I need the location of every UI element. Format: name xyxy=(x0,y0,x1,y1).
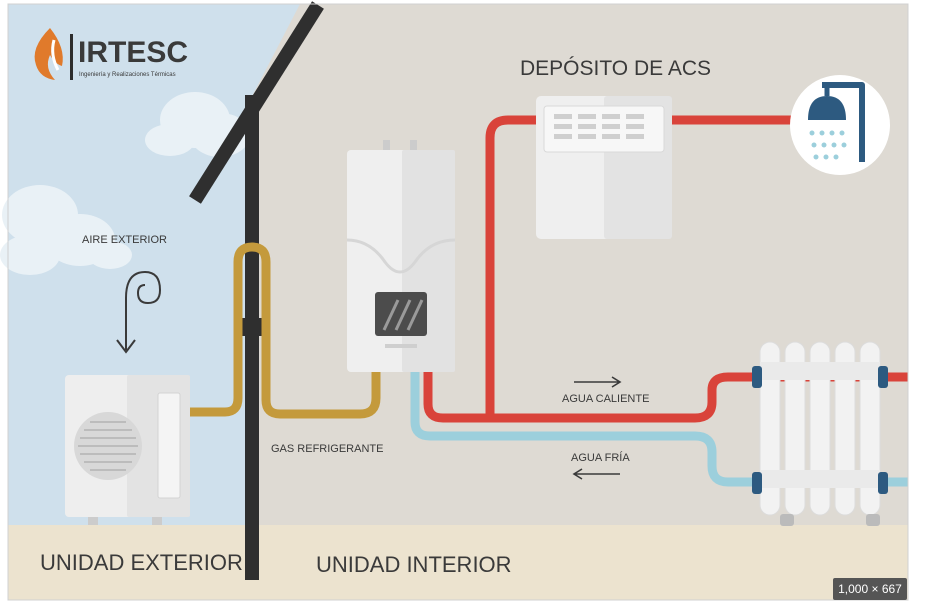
label-unidad-exterior: UNIDAD EXTERIOR xyxy=(40,550,243,575)
label-gas-refrigerante: GAS REFRIGERANTE xyxy=(271,443,383,455)
tank-feed-pipe xyxy=(485,115,540,418)
label-deposito: DEPÓSITO DE ACS xyxy=(520,57,711,80)
outdoor-unit xyxy=(65,375,190,525)
indoor-display xyxy=(375,292,427,336)
water-drops-icon xyxy=(809,130,847,160)
floor xyxy=(8,525,908,600)
shower-icon xyxy=(790,75,890,175)
dhw-tank xyxy=(536,96,672,239)
label-agua-fria: AGUA FRÍA xyxy=(571,451,630,464)
hot-water-pipe xyxy=(423,372,908,423)
label-agua-caliente: AGUA CALIENTE xyxy=(562,393,649,405)
brand-name: IRTESC xyxy=(78,36,188,69)
label-unidad-interior: UNIDAD INTERIOR xyxy=(316,552,512,577)
brand-tagline: Ingeniería y Realizaciones Térmicas xyxy=(79,72,176,78)
cold-water-pipe xyxy=(410,372,908,487)
radiator xyxy=(752,341,888,526)
brand-logo: IRTESC Ingeniería y Realizaciones Térmic… xyxy=(34,28,188,80)
indoor-unit xyxy=(346,140,456,372)
spiral-air-icon xyxy=(116,270,162,354)
gas-pipe xyxy=(190,242,381,419)
left-arrow-icon xyxy=(572,468,620,480)
label-aire-exterior: AIRE EXTERIOR xyxy=(82,234,167,246)
wall-post xyxy=(245,95,259,580)
flame-logo-icon xyxy=(34,28,63,80)
wall-bracket xyxy=(240,318,264,336)
right-arrow-icon xyxy=(574,376,622,388)
image-dimensions-badge: 1,000 × 667 xyxy=(833,578,907,600)
image-border xyxy=(7,3,909,601)
